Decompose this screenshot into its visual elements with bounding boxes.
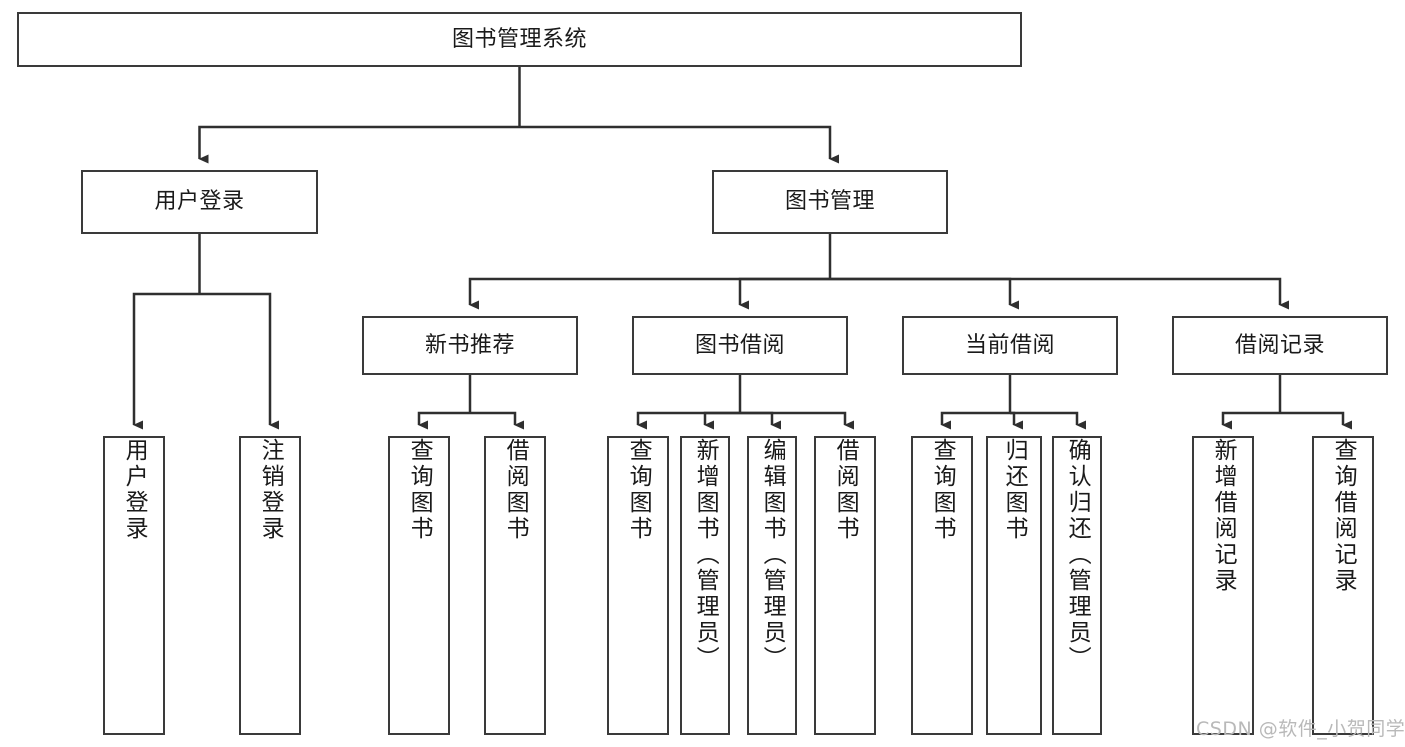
node-label: 查询借阅记录	[1330, 438, 1357, 594]
node-label: 归还图书	[1001, 438, 1028, 542]
connector-line	[470, 411, 524, 430]
node-leaf-nb-borrow[interactable]: 借阅图书	[484, 436, 546, 735]
node-label: 图书管理系统	[451, 26, 587, 52]
node-l3-record[interactable]: 借阅记录	[1172, 316, 1388, 375]
node-label: 借阅记录	[1234, 332, 1325, 358]
node-leaf-re-query[interactable]: 查询借阅记录	[1312, 436, 1374, 735]
connector-line	[636, 411, 740, 430]
connector-line	[519, 125, 839, 164]
node-label: 新书推荐	[424, 332, 515, 358]
node-leaf-user-login[interactable]: 用户登录	[103, 436, 165, 735]
node-label: 注销登录	[257, 438, 284, 542]
node-l3-borrow[interactable]: 图书借阅	[632, 316, 848, 375]
node-label: 查询图书	[406, 438, 433, 542]
node-label: 图书借阅	[694, 332, 785, 358]
node-label: 新增图书（管理员）	[692, 438, 719, 672]
node-l3-current[interactable]: 当前借阅	[902, 316, 1118, 375]
connector-line	[1010, 411, 1086, 430]
node-label: 用户登录	[154, 189, 245, 215]
node-leaf-cu-return[interactable]: 归还图书	[986, 436, 1042, 735]
connector-line	[940, 411, 1010, 430]
connector-line	[199, 292, 279, 430]
node-leaf-nb-query[interactable]: 查询图书	[388, 436, 450, 735]
node-leaf-re-add[interactable]: 新增借阅记录	[1192, 436, 1254, 735]
connector-line	[740, 411, 781, 430]
node-leaf-bo-add[interactable]: 新增图书（管理员）	[680, 436, 730, 735]
connector-line	[1010, 411, 1023, 430]
connector-line	[830, 277, 1289, 310]
node-label: 当前借阅	[964, 332, 1055, 358]
node-label: 查询图书	[625, 438, 652, 542]
node-label: 图书管理	[784, 189, 875, 215]
watermark-text: CSDN @软件_小贺同学	[1196, 718, 1405, 740]
connector-line	[468, 277, 830, 310]
node-root[interactable]: 图书管理系统	[17, 12, 1022, 67]
node-label: 编辑图书（管理员）	[759, 438, 786, 672]
node-l3-newbook[interactable]: 新书推荐	[362, 316, 578, 375]
node-label: 查询图书	[929, 438, 956, 542]
connector-line	[703, 411, 740, 430]
connector-line	[830, 277, 1019, 310]
node-label: 借阅图书	[502, 438, 529, 542]
node-label: 确认归还（管理员）	[1064, 438, 1091, 672]
connector-line	[740, 411, 854, 430]
node-label: 借阅图书	[832, 438, 859, 542]
connector-line	[738, 277, 830, 310]
node-label: 新增借阅记录	[1210, 438, 1237, 594]
connector-line	[198, 125, 520, 164]
connector-line	[417, 411, 470, 430]
node-label: 用户登录	[121, 438, 148, 542]
node-leaf-bo-edit[interactable]: 编辑图书（管理员）	[747, 436, 797, 735]
node-l2-book[interactable]: 图书管理	[712, 170, 948, 234]
node-leaf-bo-query[interactable]: 查询图书	[607, 436, 669, 735]
node-l2-user[interactable]: 用户登录	[81, 170, 318, 234]
connector-line	[132, 292, 200, 430]
node-leaf-cu-confirm[interactable]: 确认归还（管理员）	[1052, 436, 1102, 735]
node-leaf-cu-query[interactable]: 查询图书	[911, 436, 973, 735]
node-leaf-bo-borrow[interactable]: 借阅图书	[814, 436, 876, 735]
node-leaf-user-logout[interactable]: 注销登录	[239, 436, 301, 735]
connector-line	[1221, 411, 1280, 430]
connector-line	[1280, 411, 1352, 430]
